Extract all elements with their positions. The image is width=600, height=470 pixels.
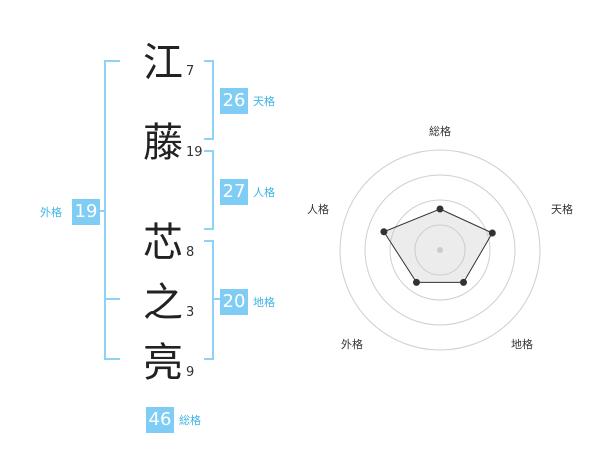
radar-label-tenkaku: 天格 [551, 203, 573, 216]
radar-label-gaikaku: 外格 [341, 338, 363, 351]
name-char-3: 芯 [143, 220, 183, 266]
tenkaku-bracket-bottom [204, 138, 214, 140]
radar-point-5 [380, 228, 388, 236]
tenkaku-bracket-top [204, 60, 214, 62]
radar-ring [414, 224, 466, 276]
gaikaku-bracket-mid [104, 298, 120, 300]
radar-point-4 [412, 278, 420, 286]
stroke-count-1: 7 [186, 64, 195, 79]
tenkaku-bracket-vertical [212, 60, 214, 140]
soukaku-badge: 46 [146, 407, 174, 433]
radar-label-chikaku: 地格 [511, 338, 533, 351]
jinkaku-label: 人格 [253, 186, 275, 199]
gaikaku-label: 外格 [40, 206, 62, 219]
radar-ring [364, 174, 516, 326]
radar-label-soukaku: 総格 [429, 125, 451, 138]
jinkaku-badge: 27 [220, 179, 248, 205]
tenkaku-label: 天格 [253, 95, 275, 108]
radar-label-jinkaku: 人格 [307, 203, 329, 216]
soukaku-label: 総格 [179, 414, 201, 427]
stroke-count-3: 8 [186, 245, 195, 260]
radar-point-1 [436, 205, 444, 213]
radar-point-2 [488, 229, 496, 237]
gaikaku-bracket-bottom [104, 358, 120, 360]
radar-data-polygon [383, 208, 494, 283]
tenkaku-badge: 26 [220, 88, 248, 114]
radar-center [437, 247, 443, 253]
jinkaku-bracket-vertical [212, 150, 214, 230]
gaikaku-bracket-vertical [104, 60, 106, 360]
chikaku-bracket-bottom [204, 358, 214, 360]
gaikaku-badge: 19 [72, 199, 100, 225]
name-char-2: 藤 [143, 120, 183, 166]
radar-point-3 [460, 278, 468, 286]
jinkaku-bracket-top [204, 150, 214, 152]
chikaku-label: 地格 [253, 296, 275, 309]
chikaku-bracket-top [204, 240, 214, 242]
stroke-count-2: 19 [186, 145, 203, 160]
radar-ring [339, 149, 541, 351]
gaikaku-bracket-top [104, 60, 120, 62]
name-char-5: 亮 [143, 340, 183, 386]
jinkaku-bracket-bottom [204, 228, 214, 230]
stroke-count-5: 9 [186, 365, 195, 380]
name-char-1: 江 [143, 40, 183, 86]
stroke-count-4: 3 [186, 305, 195, 320]
chikaku-bracket-stub [212, 298, 220, 300]
chikaku-badge: 20 [220, 289, 248, 315]
radar-ring [389, 199, 491, 301]
name-char-4: 之 [143, 280, 183, 326]
chikaku-bracket-vertical [212, 240, 214, 360]
gaikaku-bracket-stub [96, 210, 105, 212]
